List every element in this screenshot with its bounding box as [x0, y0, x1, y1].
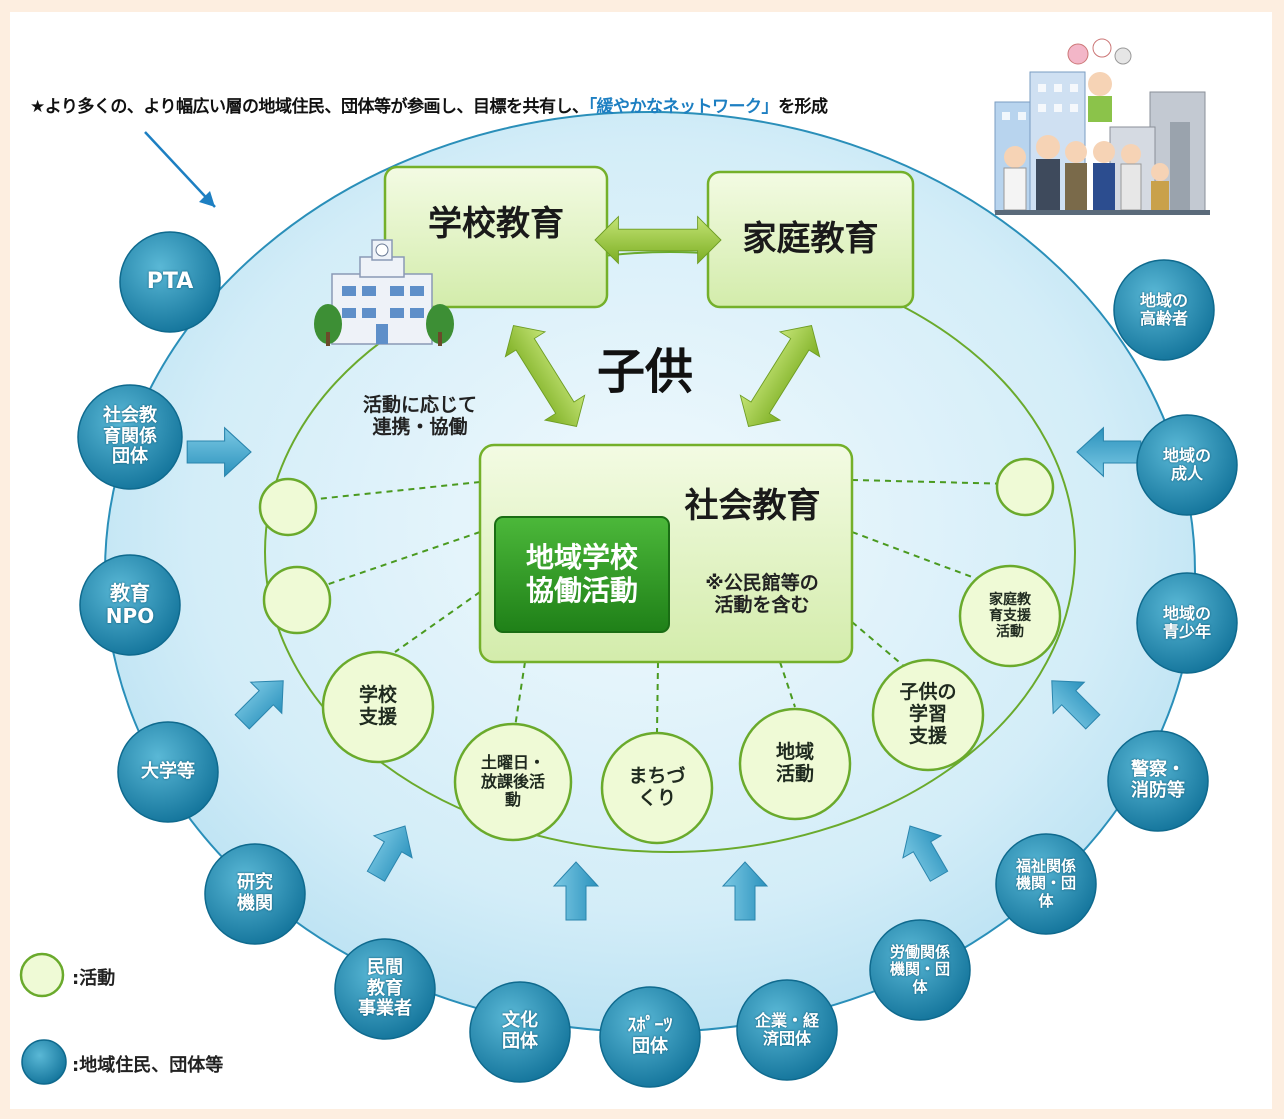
activity-label: まちづ くり	[628, 765, 686, 809]
header-suffix: を形成	[778, 97, 828, 117]
org-label: 社会教 育関係 団体	[103, 404, 157, 468]
dashed-connectors	[287, 479, 1016, 733]
activity-label: 家庭教 育支援 活動	[989, 591, 1031, 641]
activity-circle-empty-1	[258, 477, 318, 537]
activity-circle-community	[738, 707, 852, 821]
org-label: 地域の 高齢者	[1139, 290, 1188, 328]
legend-residents-label: :地域住民、団体等	[72, 1055, 224, 1076]
activity-label	[260, 479, 316, 535]
org-label: 警察・ 消防等	[1131, 759, 1185, 801]
network-diagram	[19, 38, 1238, 1088]
community-people-icon	[994, 38, 1210, 215]
community-activity-box	[494, 516, 670, 633]
activity-label: 土曜日・ 放課後活 動	[480, 753, 545, 810]
activity-circle-child-learning	[871, 658, 985, 772]
header-pointer-head	[199, 191, 215, 207]
org-label: 福祉関係 機関・団 体	[1015, 857, 1076, 910]
social-education-title: 社会教育	[684, 486, 821, 527]
activity-circles	[258, 457, 1062, 845]
school-education-title: 学校教育	[428, 204, 564, 245]
note-label: ※公民館等の 活動を含む	[705, 572, 819, 616]
diagram-frame: ★より多くの、より幅広い層の地域住民、団体等が参画し、目標を共有し、「緩やかなネ…	[10, 12, 1272, 1109]
org-label: ｽﾎﾟｰﾂ 団体	[627, 1015, 673, 1057]
activity-circle-town	[600, 731, 714, 845]
legend-residents-swatch	[21, 1039, 67, 1085]
organization-circles	[77, 231, 1238, 1088]
org-label: 企業・経 済団体	[754, 1010, 819, 1048]
home-education-title: 家庭教育	[742, 219, 879, 260]
legend-activity-label: :活動	[72, 968, 116, 989]
activity-circle-empty-3	[995, 457, 1055, 517]
header-emphasis: 「緩やかなネットワーク」	[588, 97, 779, 117]
activity-ring	[264, 251, 1076, 853]
activity-circle-school-support	[321, 650, 435, 764]
header-text: ★より多くの、より幅広い層の地域住民、団体等が参画し、目標を共有し、「緩やかなネ…	[30, 92, 828, 117]
activity-circle-empty-2	[262, 565, 332, 635]
community-activity-label: 地域学校 協働活動	[525, 541, 638, 607]
org-label: 地域の 青少年	[1162, 603, 1211, 641]
activity-label: 学校 支援	[358, 684, 397, 728]
collaboration-label: 活動に応じて 連携・協働	[362, 394, 477, 438]
activity-circle-home-support	[958, 564, 1062, 668]
activity-label	[997, 459, 1053, 515]
org-label: PTA	[146, 269, 194, 295]
child-label: 子供	[596, 344, 693, 401]
school-building-icon	[314, 239, 454, 346]
org-label: 民間 教育 事業者	[358, 956, 412, 1020]
activity-label: 子供の 学習 支援	[899, 681, 957, 747]
org-label: 教育 NPO	[105, 581, 155, 628]
activity-circle-saturday	[453, 722, 573, 842]
org-label: 大学等	[141, 760, 195, 782]
legend-activity-swatch	[19, 952, 65, 998]
org-label: 労働関係 機関・団 体	[889, 943, 950, 996]
header-pointer	[144, 131, 216, 208]
org-label: 地域の 成人	[1162, 445, 1211, 483]
activity-label: 地域 活動	[775, 741, 814, 785]
org-label: 文化 団体	[502, 1010, 538, 1052]
org-label: 研究 機関	[237, 872, 273, 914]
header-prefix: ★より多くの、より幅広い層の地域住民、団体等が参画し、目標を共有し、	[30, 97, 589, 117]
